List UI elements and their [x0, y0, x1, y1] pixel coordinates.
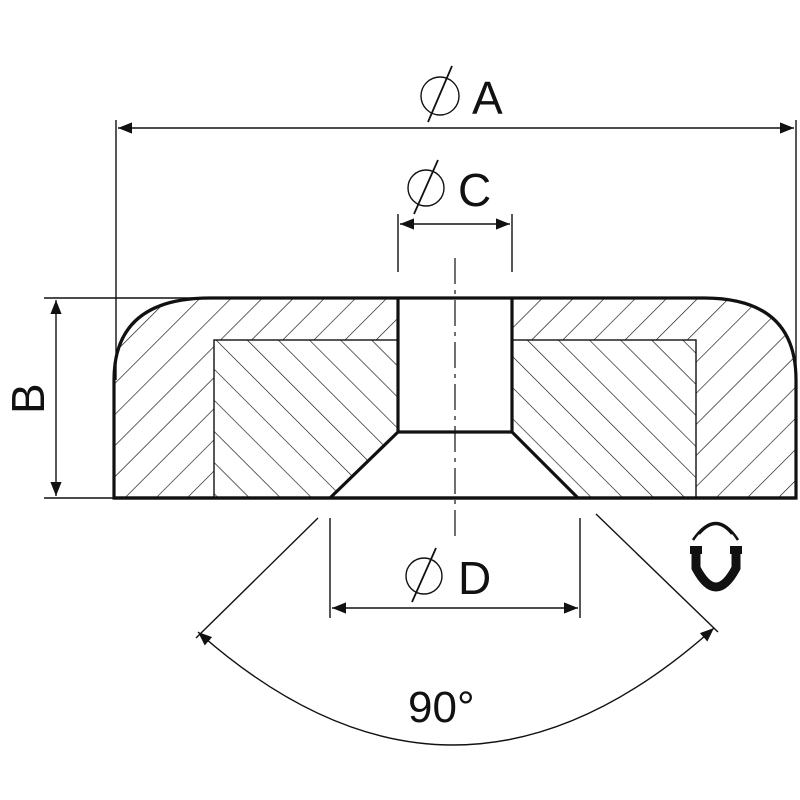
diameter-symbol-a	[420, 65, 460, 123]
pot-outline	[112, 296, 798, 500]
dimension-b: B	[2, 297, 210, 499]
dimension-d: D	[329, 518, 581, 618]
dimension-a-label: A	[472, 72, 503, 124]
angle-dimension: 90°	[195, 513, 719, 746]
diameter-symbol-d	[405, 547, 443, 603]
angle-label: 90°	[408, 683, 475, 732]
dimension-d-label: D	[458, 552, 491, 604]
dimension-b-label: B	[2, 383, 54, 414]
dimension-a: A	[115, 65, 797, 380]
magnet-icon	[690, 521, 742, 592]
dimension-c-label: C	[458, 164, 491, 216]
diameter-symbol-c	[407, 159, 445, 215]
dimension-c: C	[397, 159, 513, 272]
